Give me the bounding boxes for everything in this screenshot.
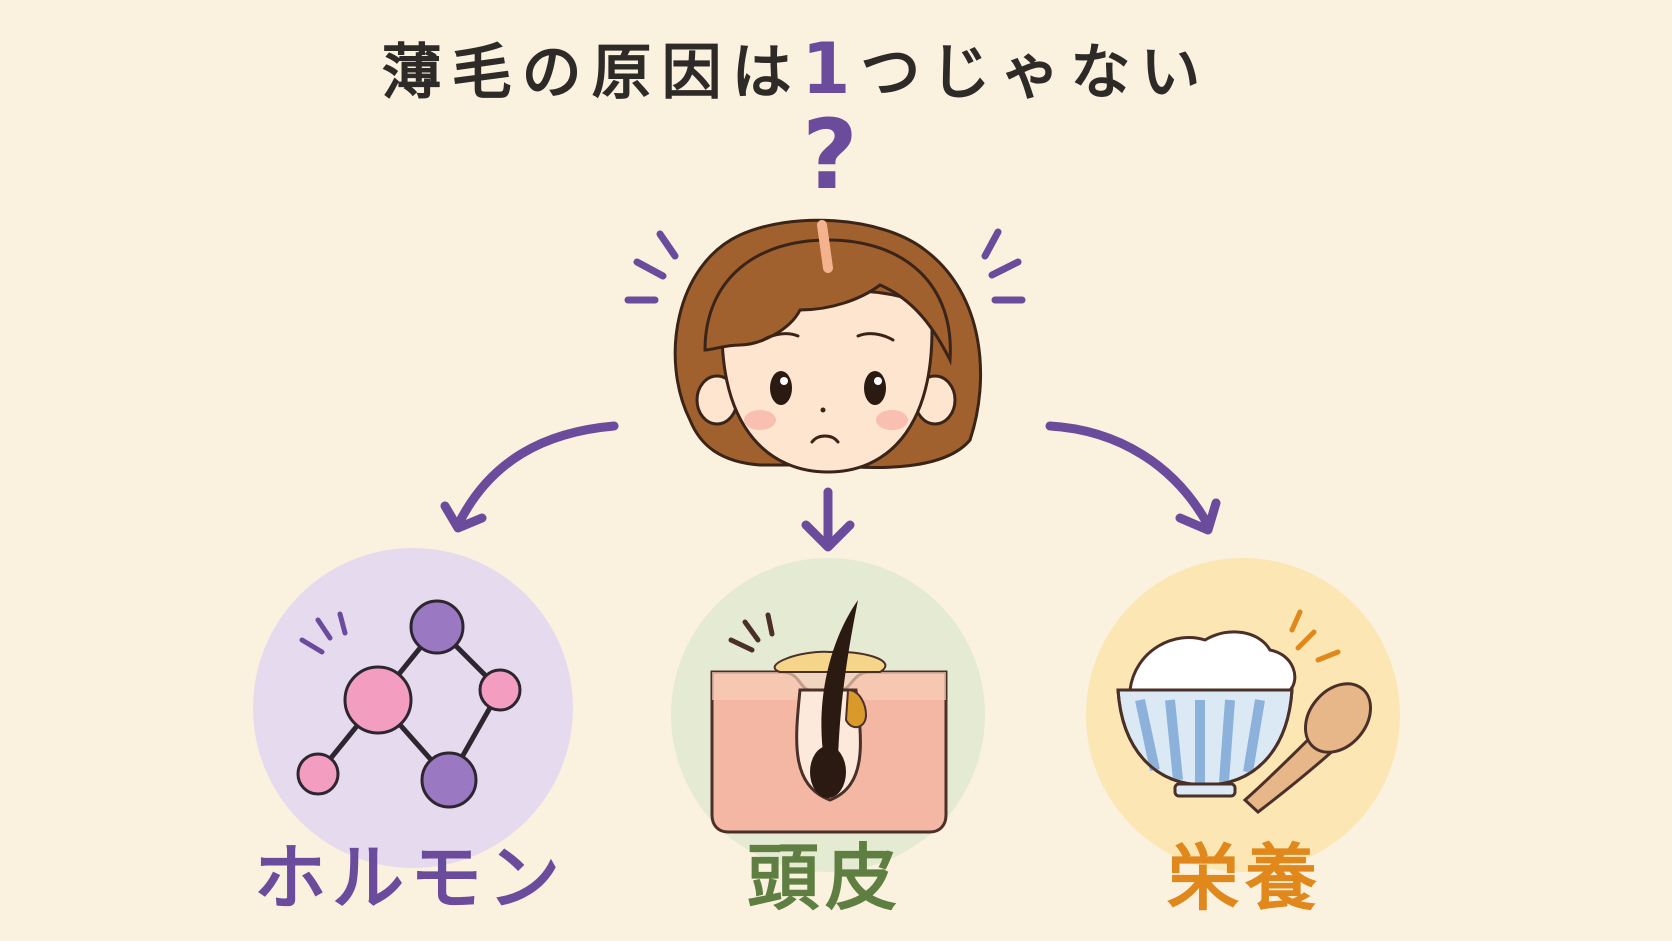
sparkle-lines-icon bbox=[1289, 609, 1341, 663]
rice-bowl-spoon-icon bbox=[1116, 630, 1373, 814]
hormone-circle-bg bbox=[253, 548, 573, 868]
arrow-center-head bbox=[801, 520, 855, 552]
arrow-left-head bbox=[440, 501, 487, 533]
molecule-icon bbox=[296, 599, 522, 809]
page-title: 薄毛の原因は1つじゃない bbox=[0, 24, 1632, 114]
question-mark-icon: ? bbox=[802, 99, 858, 211]
scalp-circle bbox=[671, 558, 985, 872]
category-label-hormone: ホルモン bbox=[253, 836, 566, 920]
arrow-left-icon bbox=[453, 421, 619, 530]
worry-lines-icon bbox=[624, 228, 1026, 304]
sparkle-lines-icon bbox=[299, 611, 348, 655]
nutrition-circle bbox=[1086, 558, 1400, 872]
title-text-after: つじゃない bbox=[860, 38, 1211, 108]
hair-follicle-skin-icon bbox=[710, 600, 948, 834]
arrow-right-head bbox=[1175, 498, 1221, 535]
worried-woman-face bbox=[673, 218, 983, 474]
sparkle-lines-icon bbox=[728, 612, 775, 653]
category-label-scalp: 頭皮 bbox=[746, 836, 903, 920]
title-number: 1 bbox=[801, 28, 861, 110]
arrows bbox=[440, 421, 1221, 552]
title-text-before: 薄毛の原因は bbox=[381, 38, 802, 108]
arrow-right-icon bbox=[1045, 421, 1213, 530]
hormone-circle bbox=[253, 548, 573, 868]
category-label-nutrition: 栄養 bbox=[1166, 836, 1323, 920]
